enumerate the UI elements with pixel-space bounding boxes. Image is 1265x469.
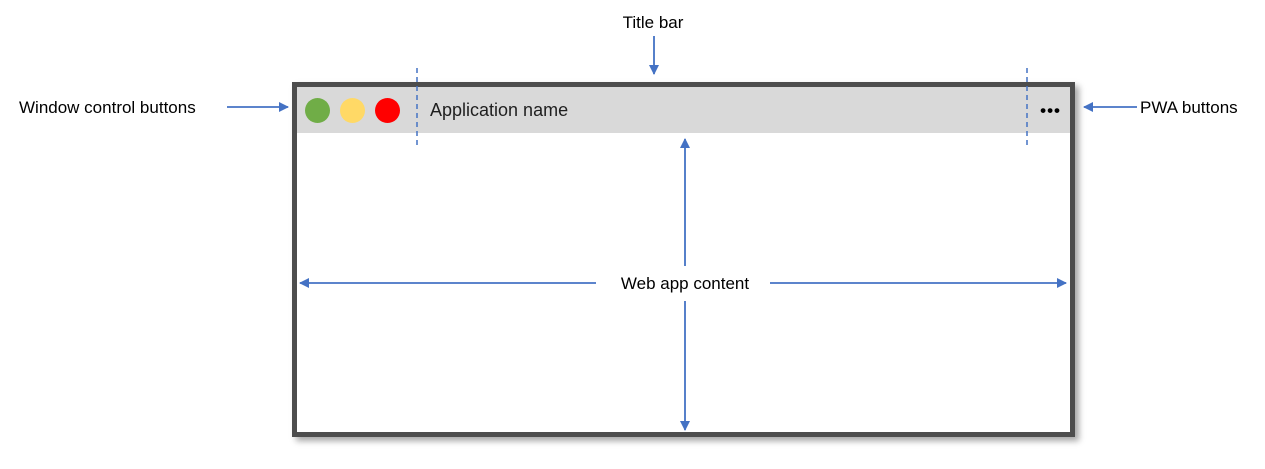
pwa-menu-ellipsis-icon[interactable]: ••• <box>1040 100 1061 120</box>
title-bar-label: Title bar <box>622 13 684 32</box>
window-control-yellow-button[interactable] <box>340 97 365 123</box>
web-app-content-label: Web app content <box>620 274 750 293</box>
pwa-buttons-label: PWA buttons <box>1140 98 1238 117</box>
window-control-buttons <box>305 97 400 123</box>
title-bar: Application name ••• <box>297 87 1070 133</box>
window-control-buttons-label: Window control buttons <box>19 98 196 117</box>
window-control-green-button[interactable] <box>305 97 330 123</box>
app-window: Application name ••• <box>292 82 1075 437</box>
application-name-title: Application name <box>430 99 569 120</box>
window-control-red-button[interactable] <box>375 97 400 123</box>
